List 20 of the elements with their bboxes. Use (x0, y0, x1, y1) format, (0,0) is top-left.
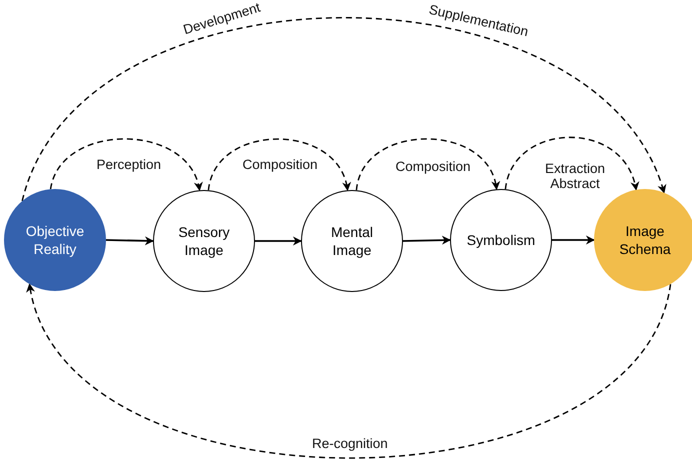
edge-label: Extraction Abstract (544, 161, 606, 191)
edge-label: Perception (96, 156, 162, 172)
node-label: Objective Reality (24, 222, 86, 258)
edge-label: Re-cognition (312, 436, 388, 450)
arrow (552, 236, 595, 244)
arrow (402, 236, 451, 245)
dashed-arrow (504, 136, 638, 191)
dashed-arrow (28, 283, 672, 458)
dashed-arrow (208, 138, 350, 192)
node-label: Mental Image (330, 222, 374, 260)
node-label: Sensory Image (177, 222, 231, 260)
node-label: Image Schema (618, 222, 672, 258)
edge-label: Composition (242, 156, 318, 172)
edge-label: Composition (396, 158, 471, 174)
dashed-arrow (356, 138, 499, 190)
dashed-arrow (50, 138, 202, 192)
dashed-arrow (22, 17, 665, 202)
arrow (106, 236, 154, 246)
node-label: Symbolism (466, 230, 536, 250)
arrow (255, 236, 302, 246)
